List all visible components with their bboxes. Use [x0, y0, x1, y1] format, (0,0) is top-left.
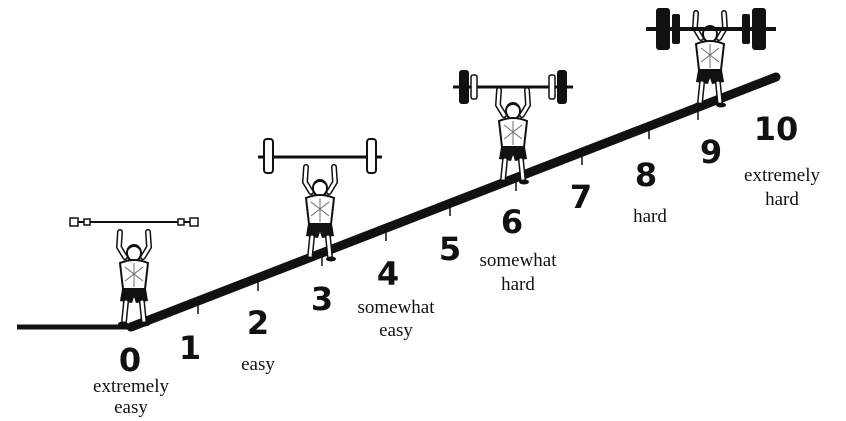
level-number-0: 0 [119, 341, 141, 379]
level-6-label-line-2: hard [501, 274, 535, 295]
incline-line [17, 72, 781, 332]
barbell-heavy-icon [453, 70, 573, 104]
level-number-4: 4 [377, 255, 399, 293]
barbell-light-icon [258, 138, 382, 174]
level-number-1: 1 [179, 329, 201, 367]
level-number-5: 5 [439, 230, 461, 268]
level-4-label-line-2: easy [379, 320, 413, 341]
scale-numbers: 0 1 2 3 4 5 6 7 8 9 10 [119, 110, 798, 379]
level-8-label: hard [633, 206, 667, 227]
level-number-7: 7 [570, 178, 592, 216]
lifter-level-0 [69, 217, 199, 327]
level-number-2: 2 [247, 304, 269, 342]
level-4-label-line-1: somewhat [357, 297, 435, 318]
level-number-8: 8 [635, 156, 657, 194]
lifter-level-6 [453, 70, 573, 185]
tick-marks [197, 107, 699, 314]
level-number-10: 10 [754, 110, 799, 148]
level-number-9: 9 [700, 133, 722, 171]
barbell-very-heavy-icon [646, 8, 776, 50]
level-10-label-line-1: extremely [744, 165, 820, 186]
level-number-6: 6 [501, 203, 523, 241]
lifter-level-3 [258, 138, 382, 262]
barbell-very-light-icon [69, 217, 199, 227]
level-0-label-line-1: extremely [93, 376, 169, 397]
scale-descriptions: extremely easy easy somewhat easy somewh… [93, 165, 820, 418]
level-2-label: easy [241, 354, 275, 375]
level-10-label-line-2: hard [765, 189, 799, 210]
lifter-level-9 [646, 8, 776, 108]
level-number-3: 3 [311, 280, 333, 318]
level-0-label-line-2: easy [114, 397, 148, 418]
level-6-label-line-1: somewhat [479, 250, 557, 271]
